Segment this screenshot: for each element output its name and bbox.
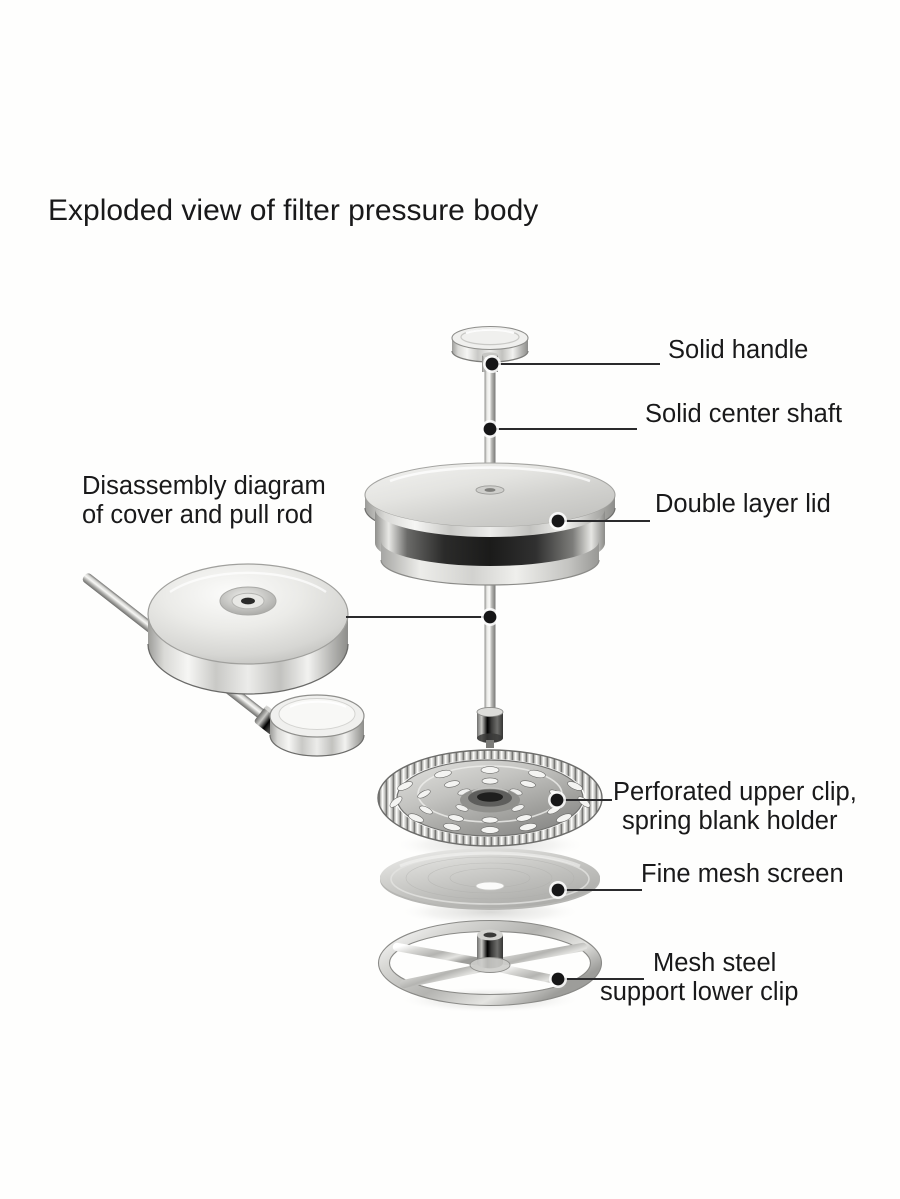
leader-dot-solid-center-shaft bbox=[483, 422, 497, 436]
label-solid-center-shaft: Solid center shaft bbox=[645, 400, 842, 428]
label-disassembly-diagram-line2: of cover and pull rod bbox=[82, 501, 313, 529]
double-layer-lid-part bbox=[364, 462, 616, 586]
label-mesh-steel-line2: support lower clip bbox=[600, 978, 798, 1006]
label-fine-mesh-screen: Fine mesh screen bbox=[641, 860, 844, 888]
label-disassembly-diagram-line1: Disassembly diagram bbox=[82, 472, 326, 500]
leader-dot-fine-mesh-screen bbox=[551, 883, 565, 897]
label-perforated-upper-clip-line2: spring blank holder bbox=[622, 807, 838, 835]
label-mesh-steel-line1: Mesh steel bbox=[653, 949, 776, 977]
leader-dot-disassembly-diagram bbox=[483, 610, 497, 624]
fine-mesh-screen-part bbox=[380, 848, 600, 926]
leader-dot-perforated-upper-clip bbox=[550, 793, 564, 807]
leader-dot-double-layer-lid bbox=[551, 514, 565, 528]
leader-dot-solid-handle bbox=[485, 357, 499, 371]
cover-disc-part bbox=[147, 563, 349, 695]
label-perforated-upper-clip-line1: Perforated upper clip, bbox=[613, 778, 857, 806]
page-title: Exploded view of filter pressure body bbox=[48, 194, 538, 227]
label-solid-handle: Solid handle bbox=[668, 336, 808, 364]
mesh-steel-support-lower-clip-part bbox=[377, 919, 603, 1013]
label-double-layer-lid: Double layer lid bbox=[655, 490, 831, 518]
perforated-upper-clip-part bbox=[377, 749, 603, 861]
cover-cap-part bbox=[269, 694, 365, 757]
leader-dot-mesh-steel-support-lower-clip bbox=[551, 972, 565, 986]
leader-lines bbox=[346, 355, 660, 988]
